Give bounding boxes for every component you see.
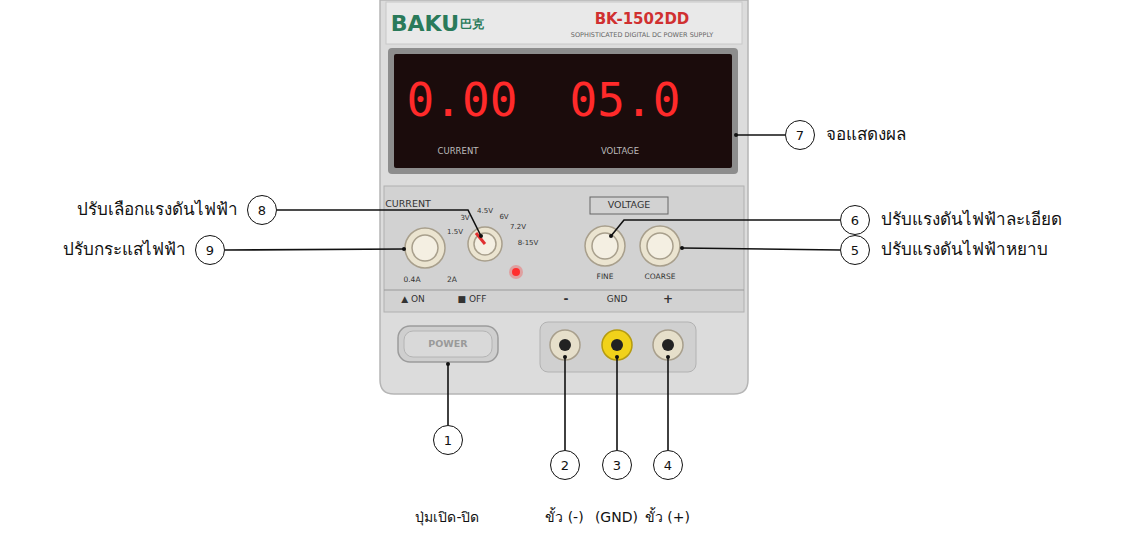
- display-caption: VOLTAGE: [601, 147, 639, 156]
- range-mark: 4.5V: [477, 208, 493, 216]
- callout-circle: 7จอแสดงผล: [785, 120, 815, 150]
- button-label: POWER: [428, 339, 467, 349]
- range-mark: 1.5V: [447, 229, 463, 237]
- switch-label: ▲ ON: [401, 295, 425, 305]
- model-number: BK-1502DD: [595, 11, 690, 28]
- brand-chinese: 巴克: [460, 18, 484, 31]
- callout-number: 1: [434, 426, 462, 454]
- switch-label: ■ OFF: [458, 295, 487, 305]
- range-mark: 8-15V: [518, 240, 539, 248]
- current-readout: 0.00: [407, 75, 518, 126]
- callout-number: 2: [551, 451, 579, 479]
- current-mark: 2A: [447, 276, 457, 284]
- callout-number: 5: [841, 236, 869, 264]
- brand-name: BAKU: [391, 12, 459, 36]
- terminal-label: GND: [607, 295, 628, 305]
- display-caption: CURRENT: [438, 147, 479, 156]
- callout-label: ปุ่มเปิด-ปิด: [415, 509, 479, 526]
- range-mark: 7.2V: [510, 224, 526, 232]
- voltage-readout: 05.0: [570, 75, 681, 126]
- knob-label: FINE: [597, 273, 614, 281]
- callout-label: ขั้ว (+): [645, 509, 690, 526]
- callout-circle: 4ขั้ว (+): [653, 450, 683, 480]
- callout-number: 3: [603, 451, 631, 479]
- range-mark: 3V: [460, 215, 469, 223]
- callout-number: 4: [654, 451, 682, 479]
- knob-label: COARSE: [645, 273, 676, 281]
- terminal-sign: -: [564, 293, 569, 306]
- callout-label: ปรับเลือกแรงดันไฟฟ้า: [77, 199, 238, 219]
- callout-circle: 8ปรับเลือกแรงดันไฟฟ้า: [247, 195, 277, 225]
- model-subtitle: SOPHISTICATED DIGITAL DC POWER SUPPLY: [571, 32, 713, 39]
- callout-circle: 2ขั้ว (-): [550, 450, 580, 480]
- callout-number: 6: [841, 206, 869, 234]
- callout-label: ปรับแรงดันไฟฟ้าละเอียด: [881, 209, 1062, 229]
- callout-label: ปรับกระแสไฟฟ้า: [63, 239, 186, 259]
- terminal-sign: +: [663, 293, 673, 306]
- panel-label: CURRENT: [385, 199, 431, 209]
- callout-label: จอแสดงผล: [826, 124, 906, 144]
- callout-circle: 9ปรับกระแสไฟฟ้า: [195, 235, 225, 265]
- current-mark: 0.4A: [403, 276, 420, 284]
- panel-label: VOLTAGE: [608, 200, 651, 210]
- callout-circle: 1ปุ่มเปิด-ปิด: [433, 425, 463, 455]
- callout-label: (GND): [595, 509, 638, 526]
- callout-circle: 5ปรับแรงดันไฟฟ้าหยาบ: [840, 235, 870, 265]
- callout-label: ปรับแรงดันไฟฟ้าหยาบ: [881, 239, 1048, 259]
- range-mark: 6V: [499, 214, 508, 222]
- callout-number: 8: [248, 196, 276, 224]
- callout-circle: 3(GND): [602, 450, 632, 480]
- callout-label: ขั้ว (-): [545, 509, 583, 526]
- callout-circle: 6ปรับแรงดันไฟฟ้าละเอียด: [840, 205, 870, 235]
- callout-number: 7: [786, 121, 814, 149]
- callout-number: 9: [196, 236, 224, 264]
